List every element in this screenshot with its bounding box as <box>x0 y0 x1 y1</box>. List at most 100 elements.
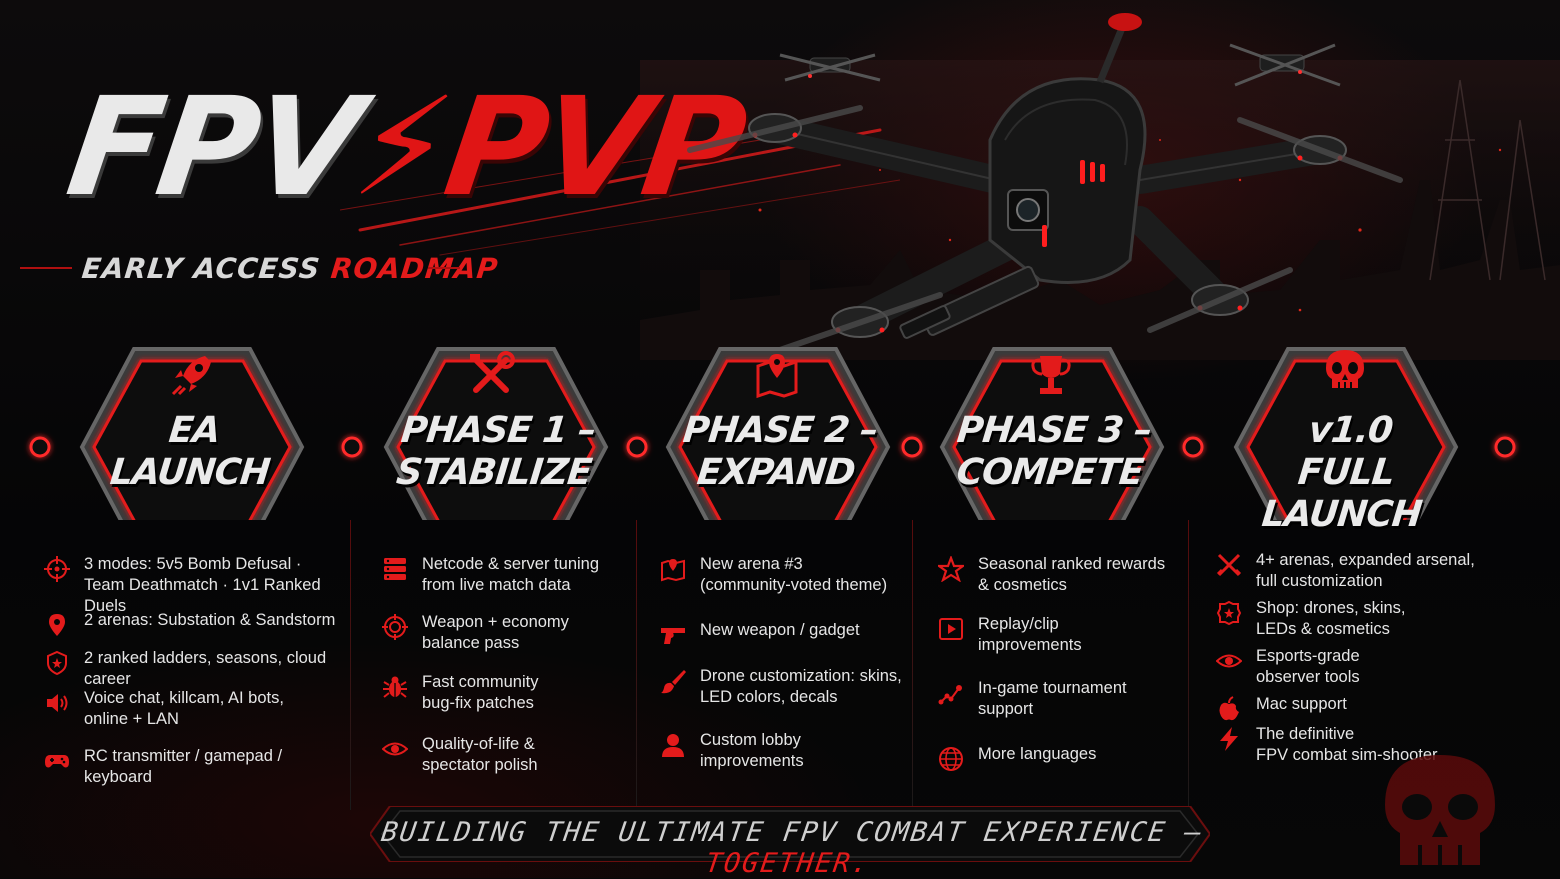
shield-icon <box>47 650 67 676</box>
map-icon <box>756 354 798 399</box>
skull-icon <box>1326 350 1364 388</box>
map-icon <box>661 559 685 582</box>
phase-title-line2: STABILIZE <box>394 452 594 493</box>
feature-item: The definitive FPV combat sim-shooter <box>1216 724 1438 766</box>
crosshair-icon <box>44 556 70 582</box>
pistol-icon <box>661 628 685 644</box>
paintbrush-icon <box>661 670 686 694</box>
feature-text: RC transmitter / gamepad / keyboard <box>84 747 283 786</box>
feature-item: RC transmitter / gamepad / keyboard <box>44 746 282 788</box>
map-pin-icon <box>49 614 65 636</box>
feature-text: Shop: drones, skins, LEDs & cosmetics <box>1256 599 1406 638</box>
banner-frame <box>370 806 1210 862</box>
tagline-text: BUILDING THE ULTIMATE FPV COMBAT EXPERIE… <box>366 817 1215 879</box>
rocket-icon <box>171 356 211 396</box>
feature-item: Weapon + economy balance pass <box>382 612 569 654</box>
phase-title-ea-launch: EA LAUNCH <box>63 410 322 494</box>
phase-title-phase2: PHASE 2 – EXPAND <box>649 410 908 494</box>
phase-hexagon-2 <box>665 347 891 520</box>
tagline-white: BUILDING THE ULTIMATE FPV COMBAT EXPERIE… <box>379 817 1206 848</box>
column-divider <box>1188 520 1189 810</box>
feature-item: Custom lobby improvements <box>660 730 804 772</box>
phase-title-line1: PHASE 3 – <box>955 410 1154 451</box>
tagline-red: TOGETHER. <box>703 848 873 879</box>
feature-item: Drone customization: skins, LED colors, … <box>660 666 902 708</box>
feature-text: 3 modes: 5v5 Bomb Defusal · Team Deathma… <box>84 555 321 615</box>
phase-hexagon-v1 <box>1233 347 1459 520</box>
feature-text: Seasonal ranked rewards & cosmetics <box>978 555 1166 594</box>
game-title: FPV⚡PVP <box>59 69 751 227</box>
phase-title-v1: v1.0 FULL LAUNCH <box>1214 410 1477 536</box>
phase-column-ea: 3 modes: 5v5 Bomb Defusal · Team Deathma… <box>44 540 344 800</box>
feature-item: Replay/clip improvements <box>938 614 1082 656</box>
feature-item: 3 modes: 5v5 Bomb Defusal · Team Deathma… <box>44 554 344 617</box>
title-part-fpv: FPV <box>58 69 367 227</box>
bug-icon <box>383 676 407 698</box>
feature-text: New weapon / gadget <box>700 621 860 639</box>
trophy-icon <box>1031 356 1071 394</box>
target-icon <box>382 614 408 640</box>
subtitle-white: EARLY ACCESS <box>80 252 333 285</box>
feature-item: New weapon / gadget <box>660 620 860 648</box>
subtitle-red: ROADMAP <box>329 252 501 285</box>
feature-text: New arena #3 (community-voted theme) <box>700 555 888 594</box>
subtitle-rule-left <box>20 267 72 269</box>
feature-text: Fast community bug-fix patches <box>422 673 539 712</box>
feature-text: Voice chat, killcam, AI bots, online + L… <box>84 689 284 728</box>
feature-item: Netcode & server tuning from live match … <box>382 554 599 596</box>
phase-column-2: New arena #3 (community-voted theme) New… <box>660 540 910 800</box>
phase-title-line2: COMPETE <box>954 452 1145 493</box>
feature-item: More languages <box>938 744 1096 772</box>
feature-item: New arena #3 (community-voted theme) <box>660 554 887 596</box>
phase-column-3: Seasonal ranked rewards & cosmetics Repl… <box>938 540 1178 800</box>
play-icon <box>939 618 963 640</box>
star-icon <box>938 556 964 582</box>
feature-text: Mac support <box>1256 695 1347 713</box>
skull-emblem <box>1385 755 1495 865</box>
game-title-logo: FPV⚡PVP <box>30 22 751 252</box>
phase-title-line2: FULL LAUNCH <box>1259 452 1424 535</box>
timeline-node <box>29 436 51 458</box>
lightning-icon <box>1220 727 1238 751</box>
timeline-node <box>1182 436 1204 458</box>
phase-hexagon-3 <box>939 347 1165 520</box>
crossed-swords-icon <box>1216 553 1242 577</box>
timeline-node <box>626 436 648 458</box>
feature-item: 2 ranked ladders, seasons, cloud career <box>44 648 344 690</box>
feature-text: Esports-grade observer tools <box>1256 647 1360 686</box>
phase-title-line2: EXPAND <box>695 452 857 493</box>
timeline-node <box>901 436 923 458</box>
feature-item: Voice chat, killcam, AI bots, online + L… <box>44 688 284 730</box>
eye-icon <box>382 742 408 756</box>
phase-hexagon-1 <box>383 347 609 520</box>
feature-text: Drone customization: skins, LED colors, … <box>700 667 902 706</box>
feature-text: In-game tournament support <box>978 679 1127 718</box>
subtitle-rule-right <box>428 267 460 269</box>
feature-text: 4+ arenas, expanded arsenal, full custom… <box>1256 551 1475 590</box>
feature-item: Quality-of-life & spectator polish <box>382 734 538 776</box>
feature-text: More languages <box>978 745 1097 763</box>
subtitle: EARLY ACCESS ROADMAP <box>20 248 500 288</box>
feature-item: Fast community bug-fix patches <box>382 672 538 714</box>
feature-item: Mac support <box>1216 694 1347 722</box>
timeline-node <box>1494 436 1516 458</box>
phase-hexagon-ea <box>79 347 305 520</box>
gamepad-icon <box>45 755 69 768</box>
feature-text: 2 arenas: Substation & Sandstorm <box>84 611 336 629</box>
feature-item: Shop: drones, skins, LEDs & cosmetics <box>1216 598 1406 640</box>
phase-title-phase1: PHASE 1 – STABILIZE <box>367 410 626 494</box>
column-divider <box>636 520 637 810</box>
feature-item: 2 arenas: Substation & Sandstorm <box>44 610 335 638</box>
feature-item: In-game tournament support <box>938 678 1127 720</box>
phase-title-line1: PHASE 2 – <box>681 410 880 451</box>
phase-title-phase3: PHASE 3 – COMPETE <box>923 410 1182 494</box>
column-divider <box>912 520 913 810</box>
feature-text: Quality-of-life & spectator polish <box>422 735 538 774</box>
feature-text: Replay/clip improvements <box>978 615 1082 654</box>
globe-icon <box>939 747 963 771</box>
phase-column-v1: 4+ arenas, expanded arsenal, full custom… <box>1216 540 1476 800</box>
feature-text: The definitive FPV combat sim-shooter <box>1256 725 1438 764</box>
tagline-banner: BUILDING THE ULTIMATE FPV COMBAT EXPERIE… <box>370 806 1210 879</box>
badge-icon <box>1216 600 1242 626</box>
feature-text: 2 ranked ladders, seasons, cloud career <box>84 649 327 688</box>
